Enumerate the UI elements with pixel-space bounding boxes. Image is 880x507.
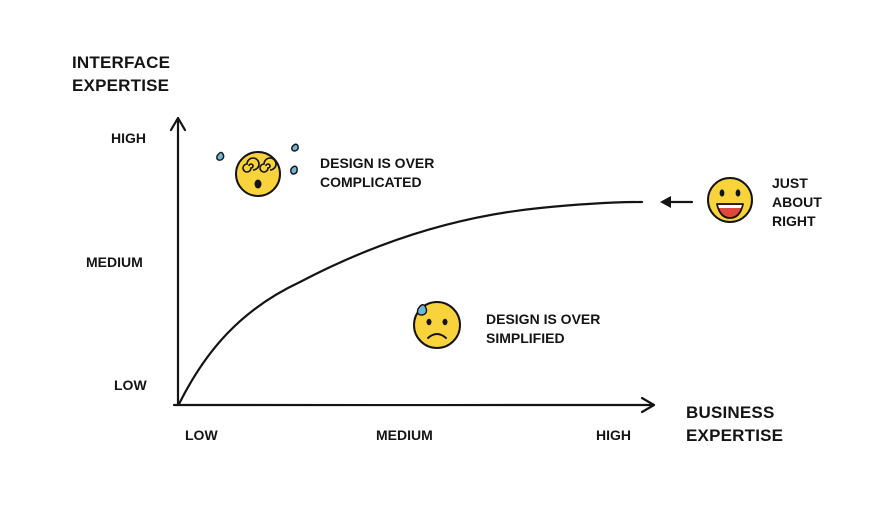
sad-sweat-face-icon: [413, 301, 461, 349]
just-right-line2: ABOUT: [772, 194, 822, 210]
expertise-curve: [177, 200, 644, 406]
y-tick-high: HIGH: [111, 130, 146, 146]
dizzy-sweat-face-icon: [216, 143, 299, 197]
just-right-label: JUST ABOUT RIGHT: [772, 174, 822, 231]
just-right-line3: RIGHT: [772, 213, 816, 229]
over-complicated-line1: DESIGN IS OVER: [320, 155, 435, 171]
x-axis-arrowhead: [640, 396, 656, 414]
y-tick-medium: MEDIUM: [86, 254, 143, 270]
x-axis-title-line2: EXPERTISE: [686, 426, 784, 445]
over-complicated-label: DESIGN IS OVER COMPLICATED: [320, 154, 434, 192]
over-simplified-line1: DESIGN IS OVER: [486, 311, 601, 327]
x-tick-medium: MEDIUM: [376, 427, 433, 443]
grinning-face-icon: [707, 177, 753, 223]
x-tick-high: HIGH: [596, 427, 631, 443]
x-tick-low: LOW: [185, 427, 218, 443]
y-axis: [169, 116, 187, 406]
x-axis-title: BUSINESS EXPERTISE: [686, 401, 783, 447]
over-simplified-line2: SIMPLIFIED: [486, 330, 565, 346]
just-right-line1: JUST: [772, 175, 808, 191]
y-axis-arrowhead: [169, 116, 187, 132]
y-tick-low: LOW: [114, 377, 147, 393]
y-axis-title: INTERFACE EXPERTISE: [72, 51, 170, 97]
x-axis: [172, 396, 656, 414]
left-arrow-icon: [660, 196, 694, 208]
y-axis-title-line2: EXPERTISE: [72, 76, 170, 95]
over-complicated-line2: COMPLICATED: [320, 174, 422, 190]
y-axis-title-line1: INTERFACE: [72, 53, 171, 72]
over-simplified-label: DESIGN IS OVER SIMPLIFIED: [486, 310, 600, 348]
x-axis-title-line1: BUSINESS: [686, 403, 775, 422]
